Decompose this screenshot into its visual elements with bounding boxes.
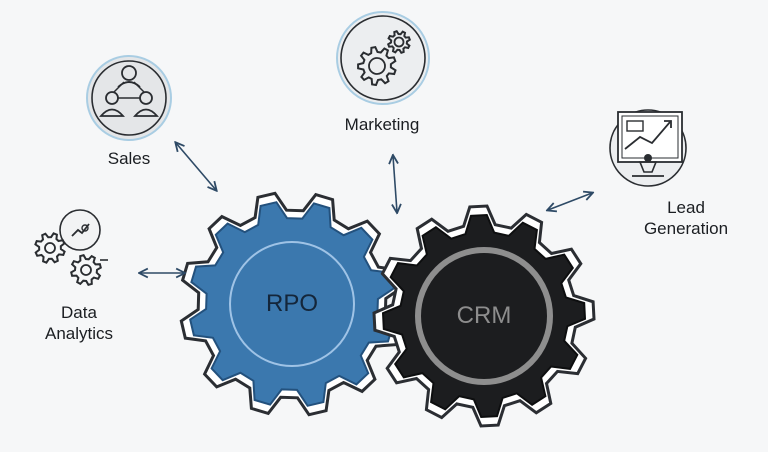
sales-arrow (176, 143, 216, 190)
monitor-chart-icon (609, 109, 687, 187)
sales-label: Sales (107, 149, 151, 168)
lead-generation-line1: Lead (667, 198, 705, 217)
lead-generation-arrow (548, 193, 592, 210)
crm-inner-ring (415, 247, 553, 385)
marketing-arrow (393, 156, 397, 212)
rpo-inner-ring (229, 241, 355, 367)
rpo-gear (179, 191, 405, 417)
rpo-label: RPO (265, 290, 318, 317)
lead-generation-label: Lead Generation (626, 197, 746, 239)
gears-icon (336, 11, 430, 105)
data-analytics-line1: Data (61, 303, 97, 322)
lead-generation-line2: Generation (643, 219, 729, 238)
people-network-icon (86, 55, 172, 141)
crm-label: CRM (456, 302, 512, 329)
crm-gear (372, 204, 596, 428)
marketing-label: Marketing (344, 115, 420, 134)
data-analytics-label: Data Analytics (24, 302, 134, 344)
data-analytics-line2: Analytics (44, 324, 114, 343)
analytics-gears-icon (34, 209, 108, 286)
